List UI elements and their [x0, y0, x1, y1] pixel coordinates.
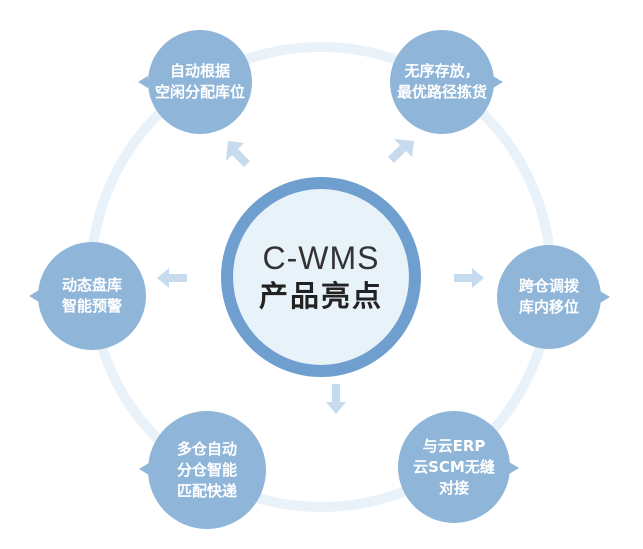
feature-text-line: 智能预警	[61, 297, 122, 315]
arrow-up-right-icon	[388, 139, 414, 163]
feature-text-line: 空闲分配库位	[154, 83, 245, 101]
feature-node-multi-warehouse: 多仓自动 分仓智能 匹配快递	[148, 411, 266, 529]
feature-text-line: 与云ERP	[422, 436, 486, 455]
feature-node-auto-location: 自动根据 空闲分配库位	[148, 30, 252, 134]
center-title: C-WMS	[262, 240, 380, 276]
feature-text-line: 最优路径拣货	[396, 83, 487, 101]
feature-text-line: 跨仓调拨	[518, 277, 579, 295]
feature-text-line: 多仓自动	[176, 439, 237, 458]
feature-node-unordered-storage: 无序存放， 最优路径拣货	[390, 30, 494, 134]
pointer-left-icon	[138, 76, 148, 88]
pointer-right-icon	[493, 76, 503, 88]
center-hub: C-WMS 产品亮点	[233, 189, 409, 365]
center-subtitle: 产品亮点	[258, 279, 383, 313]
feature-text-line: 无序存放，	[404, 62, 480, 80]
arrow-up-left-icon	[226, 141, 250, 167]
pointer-left-icon	[139, 463, 149, 475]
feature-node-dynamic-inventory: 动态盘库 智能预警	[38, 242, 146, 350]
pointer-right-icon	[600, 291, 610, 303]
feature-text-line: 分仓智能	[176, 460, 237, 479]
feature-text-line: 库内移位	[518, 298, 579, 316]
pointer-right-icon	[509, 462, 519, 474]
feature-text-line: 匹配快递	[176, 481, 237, 500]
feature-node-cloud-erp-scm: 与云ERP 云SCM无缝 对接	[398, 411, 510, 523]
pointer-left-icon	[29, 290, 39, 302]
feature-text-line: 自动根据	[169, 62, 230, 80]
feature-node-cross-warehouse-transfer: 跨仓调拨 库内移位	[497, 245, 601, 349]
feature-text-line: 对接	[438, 478, 469, 497]
arrow-left-icon	[157, 268, 187, 288]
feature-text-line: 云SCM无缝	[413, 457, 495, 476]
arrow-down-icon	[326, 384, 346, 414]
feature-text-line: 动态盘库	[61, 276, 122, 294]
arrow-right-icon	[454, 268, 484, 288]
